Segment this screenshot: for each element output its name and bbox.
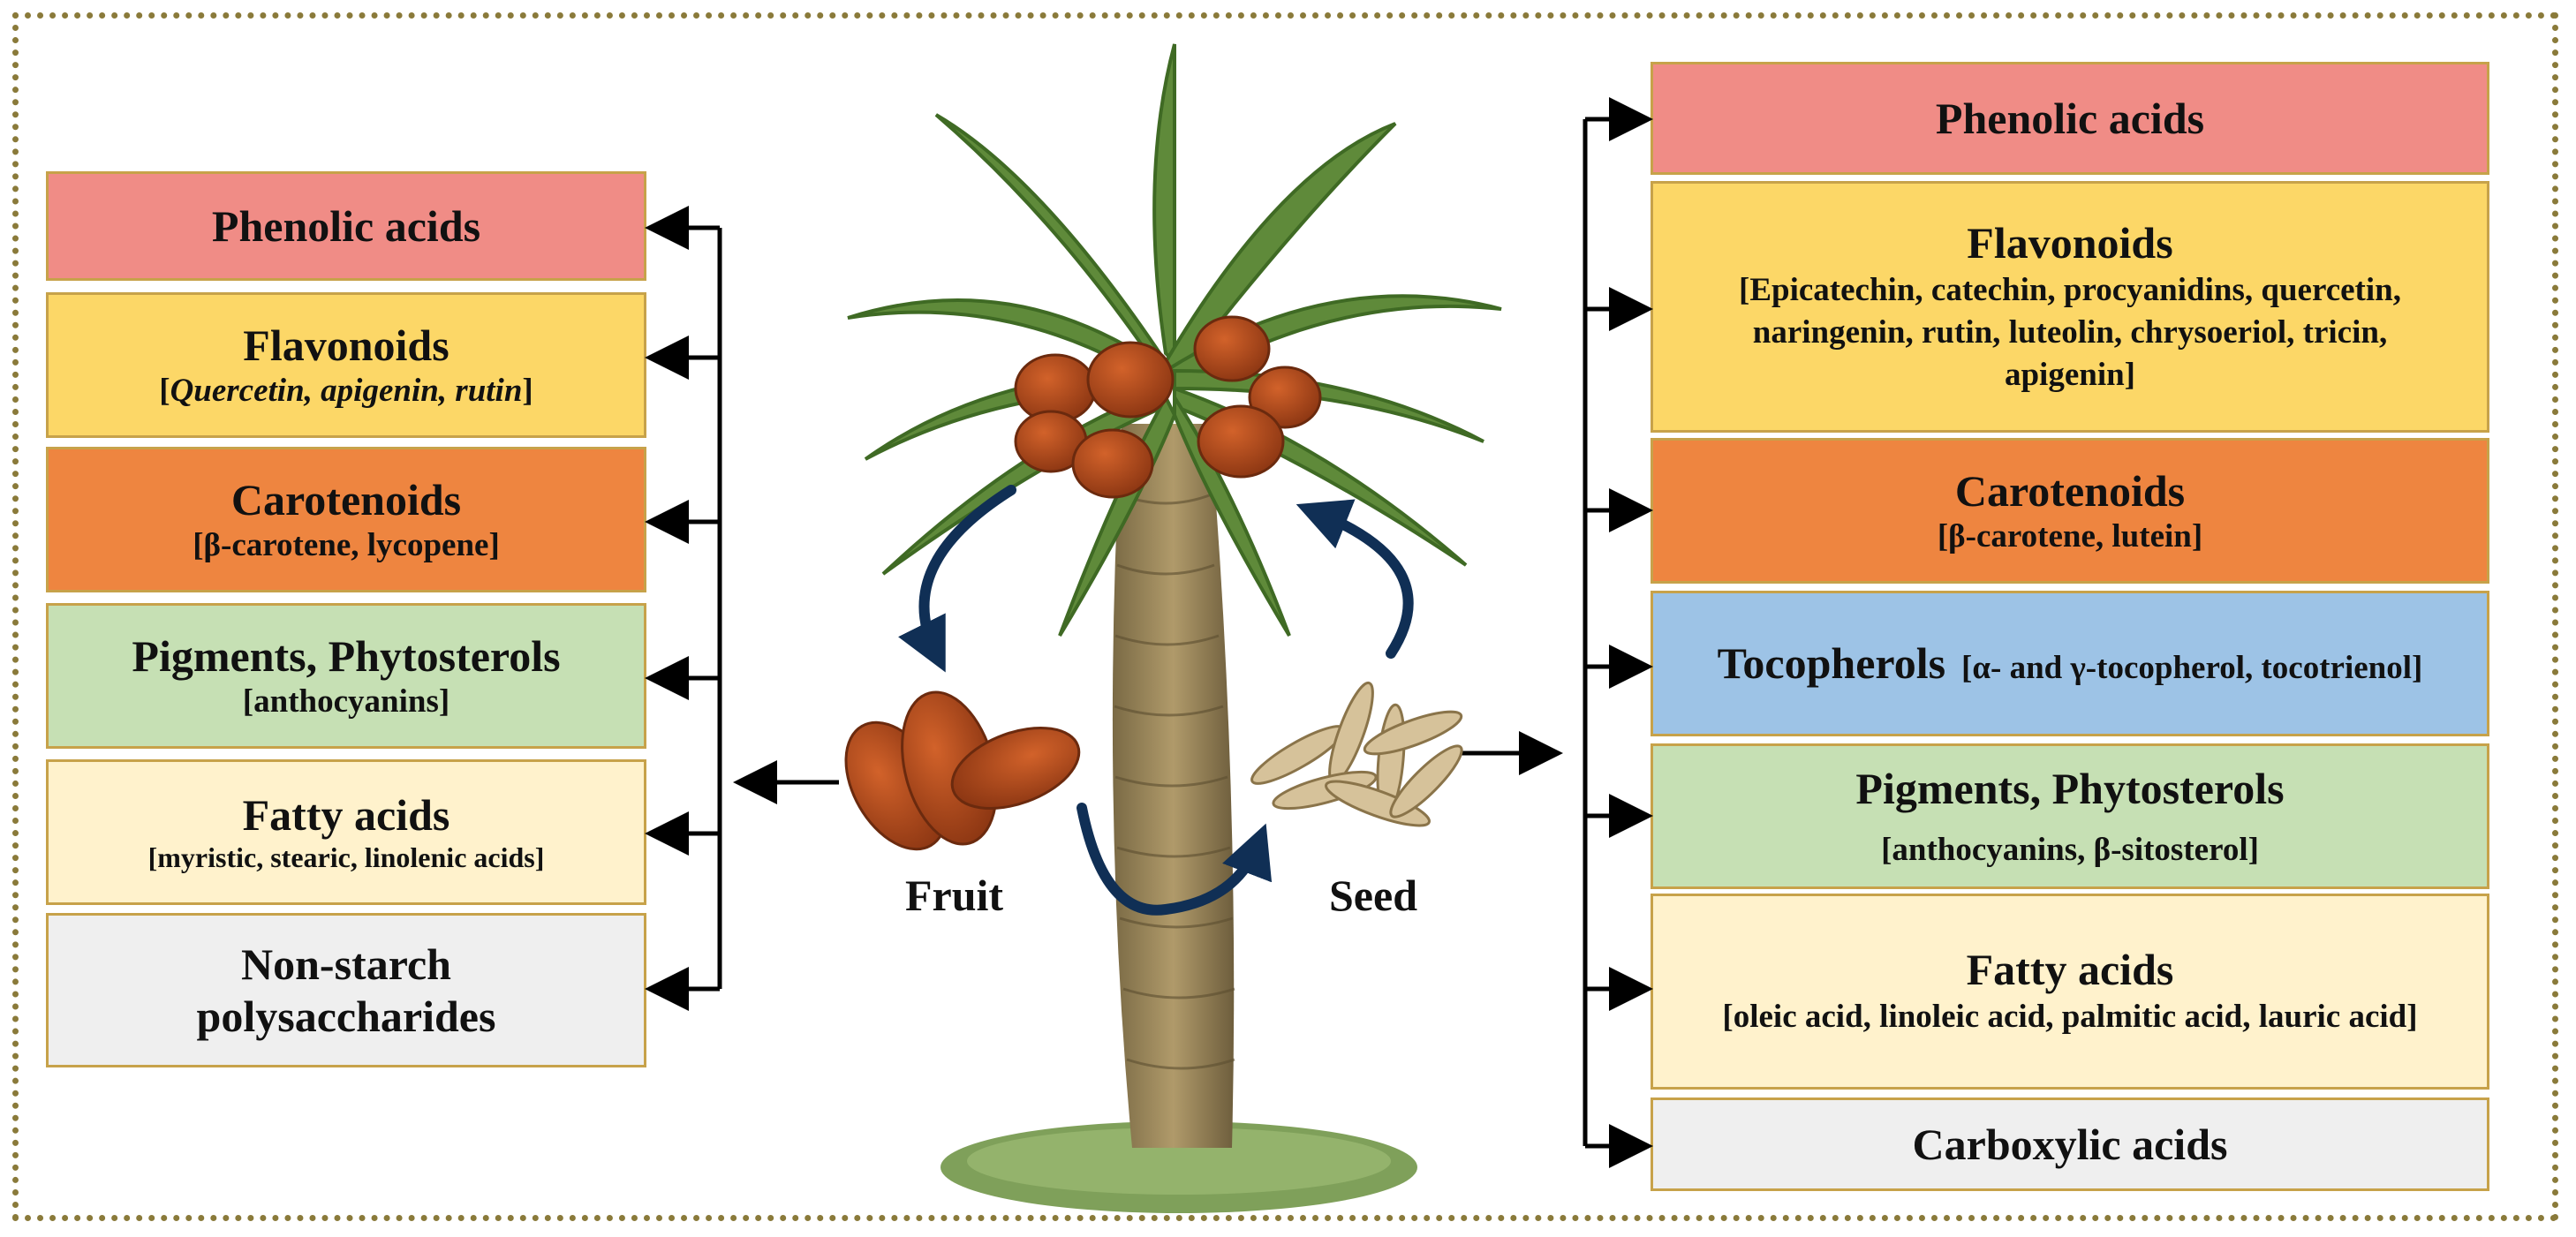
right-pigments-title: Pigments, Phytosterols <box>1855 764 2285 814</box>
left-fatty-acids-box: Fatty acids [myristic, stearic, linoleni… <box>46 759 646 905</box>
right-fatty-acids-box: Fatty acids [oleic acid, linoleic acid, … <box>1651 894 2489 1090</box>
right-connector-bracket <box>1457 97 1653 1168</box>
left-flavonoids-title: Flavonoids <box>243 321 449 371</box>
left-carotenoids-title: Carotenoids <box>230 475 462 525</box>
right-flavonoids-compounds: [Epicatechin, catechin, procyanidins, qu… <box>1739 271 2401 394</box>
date-seed-illustration <box>1250 681 1463 827</box>
left-fatty-acids-compounds: [myristic, stearic, linolenic acids] <box>147 841 545 874</box>
date-cluster <box>1014 315 1322 499</box>
left-polysaccharides-box: Non-starch polysaccharides <box>46 913 646 1067</box>
left-pigments-compounds: [anthocyanins] <box>242 683 450 720</box>
right-carboxylic-acids-title: Carboxylic acids <box>1912 1119 2228 1169</box>
date-fruit-illustration <box>844 690 1081 851</box>
left-pigments-box: Pigments, Phytosterols [anthocyanins] <box>46 603 646 749</box>
right-pigments-box: Pigments, Phytosterols [anthocyanins, β-… <box>1651 743 2489 889</box>
right-tocopherols-box: Tocopherols [α- and γ-tocopherol, tocotr… <box>1651 591 2489 736</box>
right-carotenoids-compounds: [β-carotene, lutein] <box>1937 518 2203 555</box>
right-fatty-acids-compounds: [oleic acid, linoleic acid, palmitic aci… <box>1722 999 2418 1036</box>
left-connector-bracket <box>645 206 839 1011</box>
right-carboxylic-acids-box: Carboxylic acids <box>1651 1097 2489 1191</box>
right-tocopherols-compounds: [α- and γ-tocopherol, tocotrienol] <box>1961 650 2423 686</box>
left-pigments-title: Pigments, Phytosterols <box>132 631 561 682</box>
right-tocopherols-title: Tocopherols <box>1717 638 1946 688</box>
left-phenolic-acids-box: Phenolic acids <box>46 171 646 281</box>
left-flavonoids-box: Flavonoids [Quercetin, apigenin, rutin] <box>46 292 646 438</box>
left-flavonoids-compounds: [Quercetin, apigenin, rutin] <box>159 373 533 410</box>
right-carotenoids-title: Carotenoids <box>1954 466 2186 517</box>
left-carotenoids-box: Carotenoids [β-carotene, lycopene] <box>46 447 646 592</box>
cycle-arrows <box>898 485 1414 916</box>
right-phenolic-acids-title: Phenolic acids <box>1935 93 2205 143</box>
left-phenolic-acids-title: Phenolic acids <box>211 200 481 251</box>
dotted-frame <box>12 12 2558 1221</box>
left-flavonoids-compounds-italic: Quercetin, apigenin, rutin <box>170 373 523 410</box>
fruit-label: Fruit <box>905 871 1004 920</box>
right-pigments-compounds: [anthocyanins, β-sitosterol] <box>1881 832 2259 869</box>
left-fatty-acids-title: Fatty acids <box>242 790 450 841</box>
seed-label: Seed <box>1329 871 1417 920</box>
right-fatty-acids-title: Fatty acids <box>1966 945 2174 995</box>
left-polysaccharides-title: Non-starch polysaccharides <box>196 939 496 1041</box>
right-flavonoids-box: Flavonoids [Epicatechin, catechin, procy… <box>1651 181 2489 433</box>
right-phenolic-acids-box: Phenolic acids <box>1651 62 2489 175</box>
right-flavonoids-title: Flavonoids <box>1967 217 2173 268</box>
right-carotenoids-box: Carotenoids [β-carotene, lutein] <box>1651 438 2489 584</box>
left-carotenoids-compounds: [β-carotene, lycopene] <box>193 527 500 564</box>
